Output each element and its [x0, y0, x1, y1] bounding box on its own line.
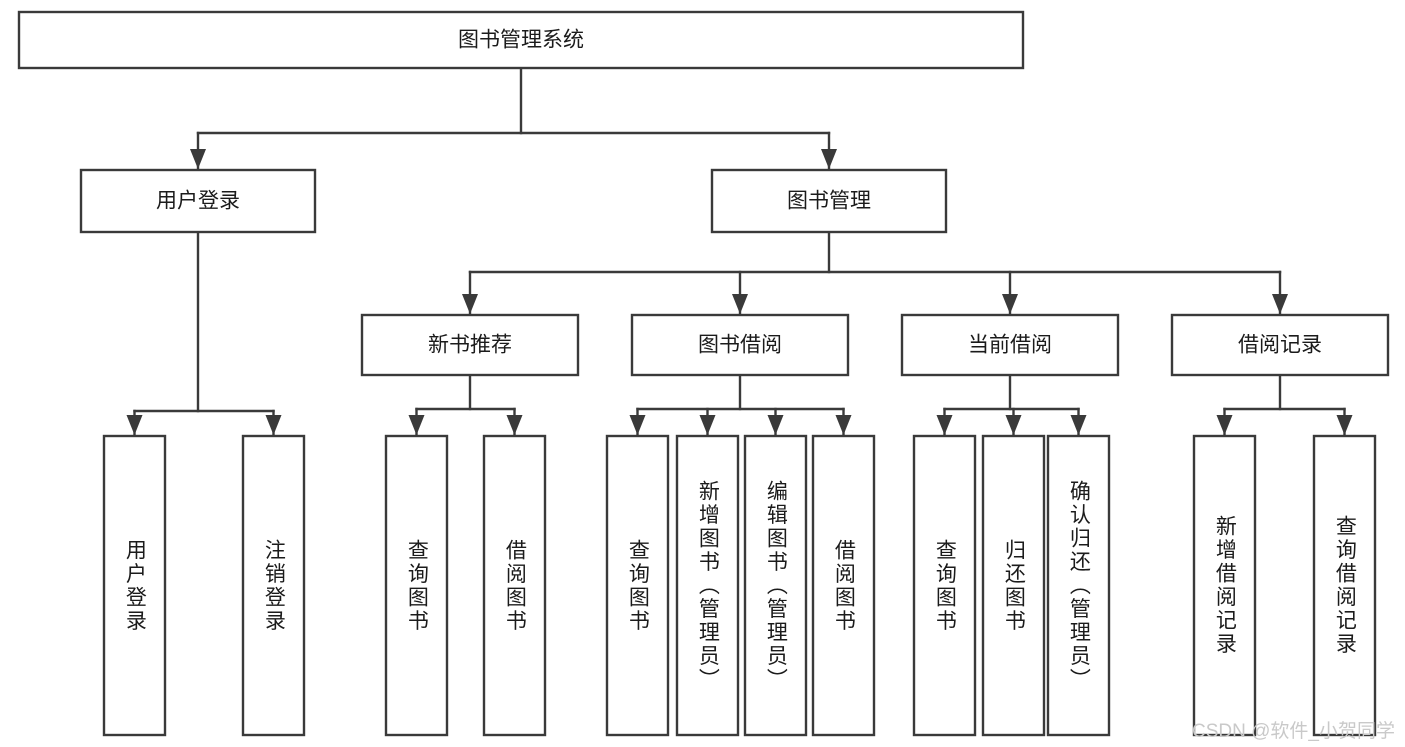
node-box-leaf-borrow-book-rec[interactable]: [482, 434, 547, 737]
arrow-head-icon: [265, 415, 282, 435]
node-box-new-book-recommend[interactable]: [360, 313, 580, 377]
node-box-leaf-query-book-cb[interactable]: [912, 434, 977, 737]
arrow-head-icon: [767, 415, 784, 435]
node-box-leaf-add-book-admin[interactable]: [675, 434, 740, 737]
node-box-root[interactable]: [17, 10, 1025, 70]
node-label-book-borrow: 图书借阅: [698, 334, 782, 357]
node-label-borrow-records: 借阅记录: [1238, 334, 1322, 357]
arrow-head-icon: [699, 415, 716, 435]
node-box-leaf-query-book-rec[interactable]: [384, 434, 449, 737]
node-box-book-borrow[interactable]: [630, 313, 850, 377]
node-box-leaf-query-borrow-record[interactable]: [1312, 434, 1377, 737]
arrow-head-icon: [1336, 415, 1353, 435]
node-label-book-management: 图书管理: [787, 190, 871, 213]
node-box-leaf-confirm-return[interactable]: [1046, 434, 1111, 737]
arrow-head-icon: [1070, 415, 1087, 435]
node-box-current-borrow[interactable]: [900, 313, 1120, 377]
node-box-leaf-query-book-bb[interactable]: [605, 434, 670, 737]
csdn-watermark: CSDN @软件_小贺同学: [1192, 721, 1395, 742]
node-label-new-book-recommend: 新书推荐: [428, 334, 512, 357]
arrow-head-icon: [190, 149, 206, 169]
arrow-head-icon: [1216, 415, 1233, 435]
node-box-leaf-return-book[interactable]: [981, 434, 1046, 737]
node-box-leaf-borrow-book-bb[interactable]: [811, 434, 876, 737]
node-box-leaf-edit-book-admin[interactable]: [743, 434, 808, 737]
node-label-user-login: 用户登录: [156, 190, 240, 213]
node-box-user-login[interactable]: [79, 168, 317, 234]
node-box-leaf-add-borrow-record[interactable]: [1192, 434, 1257, 737]
arrow-head-icon: [1005, 415, 1022, 435]
connectors-layer: [126, 66, 1353, 436]
arrow-head-icon: [821, 149, 837, 169]
node-label-current-borrow: 当前借阅: [968, 334, 1052, 357]
node-label-root: 图书管理系统: [458, 29, 584, 52]
node-box-leaf-user-login[interactable]: [102, 434, 167, 737]
node-box-leaf-logout-login[interactable]: [241, 434, 306, 737]
arrow-head-icon: [506, 415, 523, 435]
arrow-head-icon: [1272, 294, 1288, 314]
boxes-layer: [17, 10, 1390, 737]
arrow-head-icon: [629, 415, 646, 435]
arrow-head-icon: [126, 415, 143, 435]
node-box-book-management[interactable]: [710, 168, 948, 234]
node-box-borrow-records[interactable]: [1170, 313, 1390, 377]
arrow-head-icon: [936, 415, 953, 435]
arrow-head-icon: [408, 415, 425, 435]
arrow-head-icon: [732, 294, 748, 314]
arrow-head-icon: [462, 294, 478, 314]
arrow-head-icon: [1002, 294, 1018, 314]
arrow-head-icon: [835, 415, 852, 435]
